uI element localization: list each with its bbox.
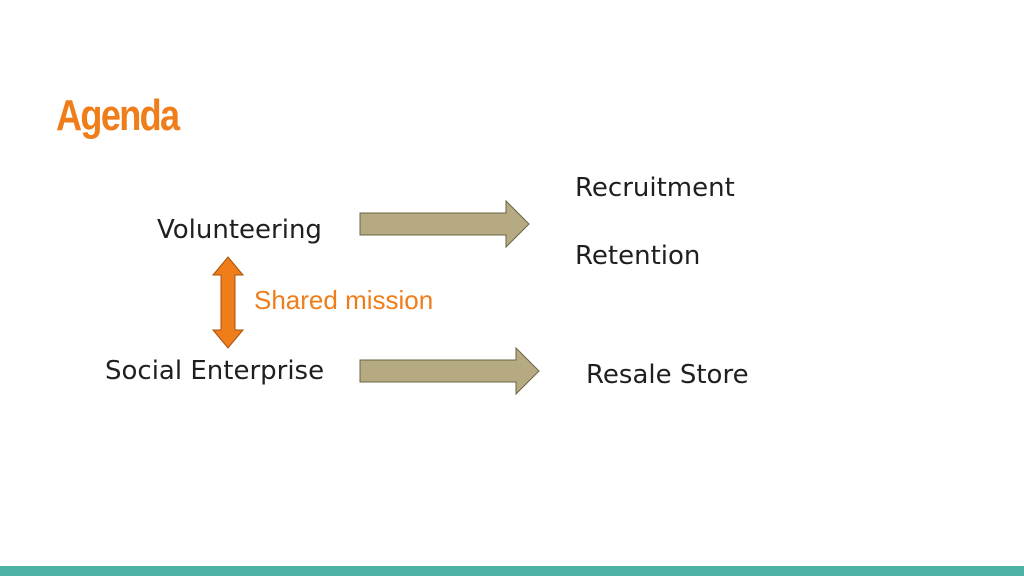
label-recruitment: Recruitment xyxy=(575,173,735,203)
label-resale-store: Resale Store xyxy=(586,360,749,390)
label-shared-mission: Shared mission xyxy=(254,285,434,315)
arrow-social-enterprise-right-icon xyxy=(359,346,540,396)
arrow-volunteering-right-icon xyxy=(359,199,530,249)
label-volunteering: Volunteering xyxy=(157,215,322,245)
label-retention: Retention xyxy=(575,241,701,271)
double-arrow-vertical-icon xyxy=(211,256,245,349)
footer-bar xyxy=(0,566,1024,576)
slide-title: Agenda xyxy=(56,91,180,140)
label-social-enterprise: Social Enterprise xyxy=(105,356,325,386)
